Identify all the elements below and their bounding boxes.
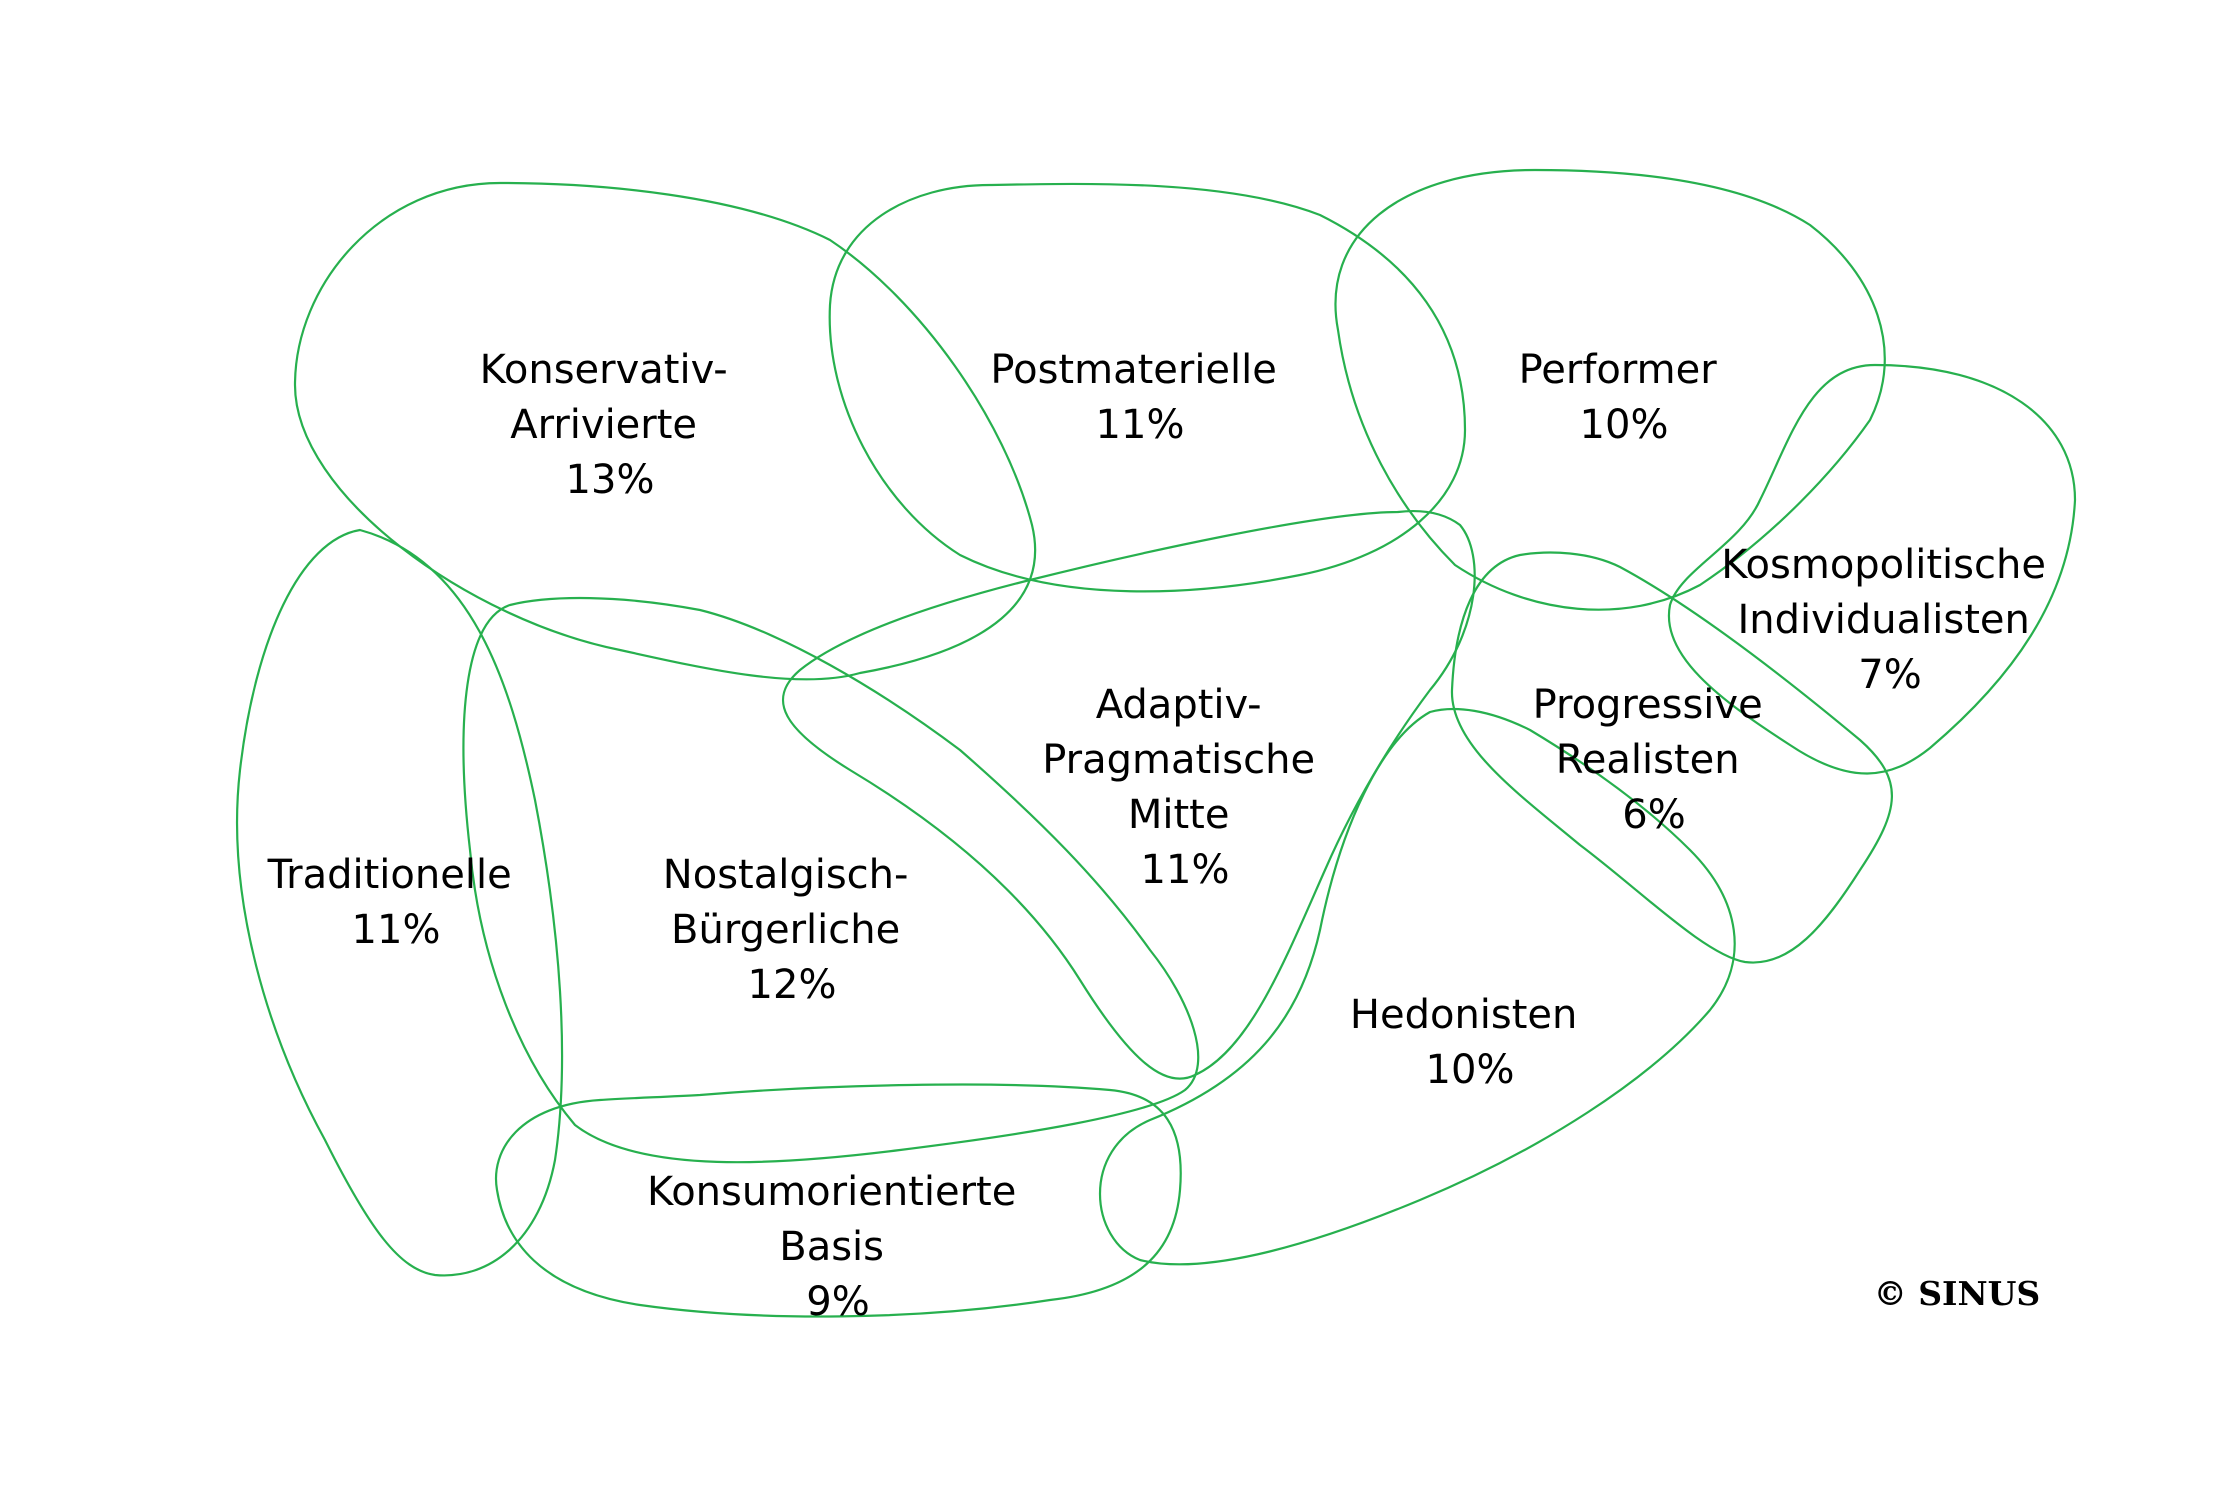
label-adaptiv-pragmatische-mitte: Adaptiv- Pragmatische Mitte 11% (1042, 682, 1328, 893)
label-line: Hedonisten (1350, 992, 1578, 1038)
label-line: Konservativ- (480, 347, 728, 393)
label-kosmopolitische-individualisten: Kosmopolitische Individualisten 7% (1721, 542, 2058, 698)
outline-performer (1334, 168, 1886, 611)
label-share: 10% (1580, 402, 1669, 448)
outline-konservativ-arrivierte (293, 181, 1037, 681)
outline-traditionelle (236, 528, 564, 1277)
label-line: Performer (1519, 347, 1718, 393)
label-line: Individualisten (1737, 597, 2029, 643)
label-progressive-realisten: Progressive Realisten 6% (1533, 682, 1776, 838)
label-share: 6% (1622, 792, 1685, 838)
outline-adaptiv-pragmatische-mitte (781, 510, 1476, 1080)
label-konsumorientierte-basis: Konsumorientierte Basis 9% (647, 1169, 1029, 1325)
label-line: Adaptiv- (1096, 682, 1262, 728)
label-line: Traditionelle (267, 852, 512, 898)
label-line: Realisten (1556, 737, 1740, 783)
outline-hedonisten (1099, 707, 1736, 1266)
copyright-notice: © SINUS (1874, 1274, 2041, 1313)
milieu-outlines (236, 168, 2077, 1318)
milieu-labels: Konservativ- Arrivierte 13% Postmateriel… (267, 347, 2058, 1325)
label-hedonisten: Hedonisten 10% (1350, 992, 1590, 1093)
label-share: 9% (806, 1279, 869, 1325)
label-line: Kosmopolitische (1721, 542, 2046, 588)
label-share: 10% (1426, 1047, 1515, 1093)
label-performer: Performer 10% (1519, 347, 1730, 448)
outline-konsumorientierte-basis (494, 1083, 1182, 1318)
outline-kosmopolitische-individualisten (1667, 363, 2077, 775)
label-line: Pragmatische (1042, 737, 1315, 783)
label-line: Mitte (1128, 792, 1230, 838)
label-share: 11% (1141, 847, 1230, 893)
label-konservativ-arrivierte: Konservativ- Arrivierte 13% (480, 347, 741, 503)
label-traditionelle: Traditionelle 11% (267, 852, 525, 953)
label-postmaterielle: Postmaterielle 11% (990, 347, 1289, 448)
label-line: Nostalgisch- (663, 852, 909, 898)
label-line: Progressive (1533, 682, 1763, 728)
label-line: Arrivierte (510, 402, 697, 448)
label-share: 12% (748, 962, 837, 1008)
label-share: 13% (566, 457, 655, 503)
label-share: 7% (1858, 652, 1921, 698)
label-nostalgisch-buergerliche: Nostalgisch- Bürgerliche 12% (663, 852, 921, 1008)
label-share: 11% (352, 907, 441, 953)
label-line: Konsumorientierte (647, 1169, 1016, 1215)
label-share: 11% (1096, 402, 1185, 448)
outline-postmaterielle (828, 182, 1467, 593)
label-line: Basis (779, 1224, 884, 1270)
label-line: Bürgerliche (671, 907, 900, 953)
label-line: Postmaterielle (990, 347, 1276, 393)
